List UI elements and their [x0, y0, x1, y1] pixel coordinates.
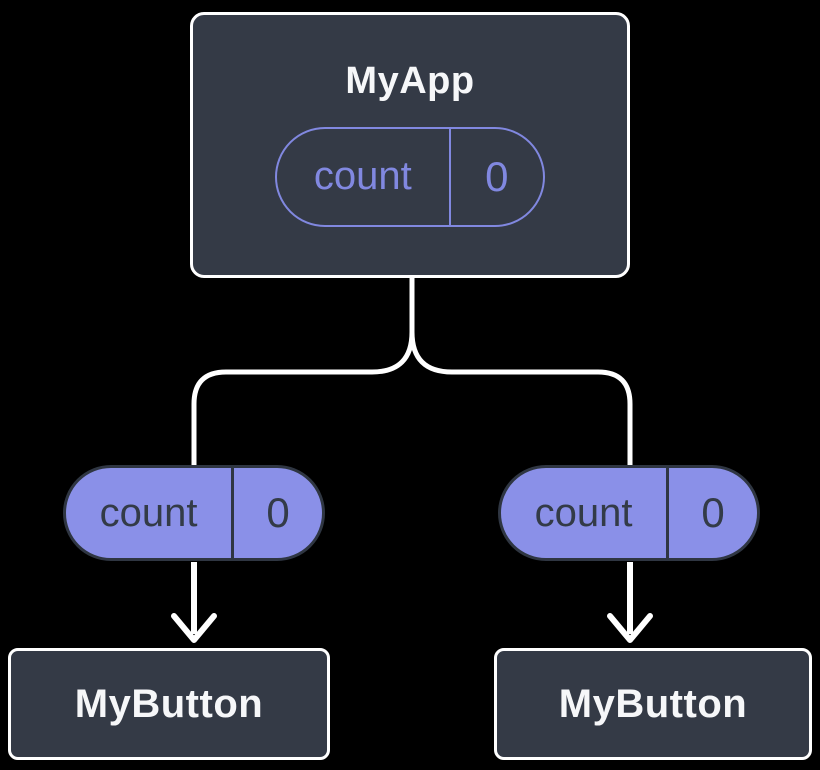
right-child-prop-pill: count 0: [498, 465, 760, 561]
fork-branch-right-line: [409, 278, 633, 466]
right-prop-value: 0: [701, 489, 725, 536]
left-prop-value: 0: [266, 489, 290, 536]
left-child-prop-pill: count 0: [63, 465, 325, 561]
root-component-title: MyApp: [345, 60, 475, 102]
right-child-component-card: MyButton: [494, 648, 812, 760]
pill-divider: [666, 468, 670, 558]
left-arrow-head-icon: [171, 613, 217, 643]
left-child-component-card: MyButton: [8, 648, 330, 760]
left-child-component-title: MyButton: [74, 681, 264, 726]
right-arrow-head-icon: [607, 613, 653, 643]
pill-divider: [231, 468, 235, 558]
root-state-pill: count 0: [275, 126, 545, 227]
right-prop-name: count: [534, 490, 633, 535]
root-state-value: 0: [485, 152, 509, 200]
root-state-name: count: [313, 154, 412, 199]
right-child-component-title: MyButton: [558, 681, 748, 726]
left-prop-name: count: [99, 490, 198, 535]
root-component-card: MyApp count 0: [190, 12, 630, 278]
fork-branch-left-line: [191, 278, 415, 466]
pill-divider: [448, 128, 451, 225]
